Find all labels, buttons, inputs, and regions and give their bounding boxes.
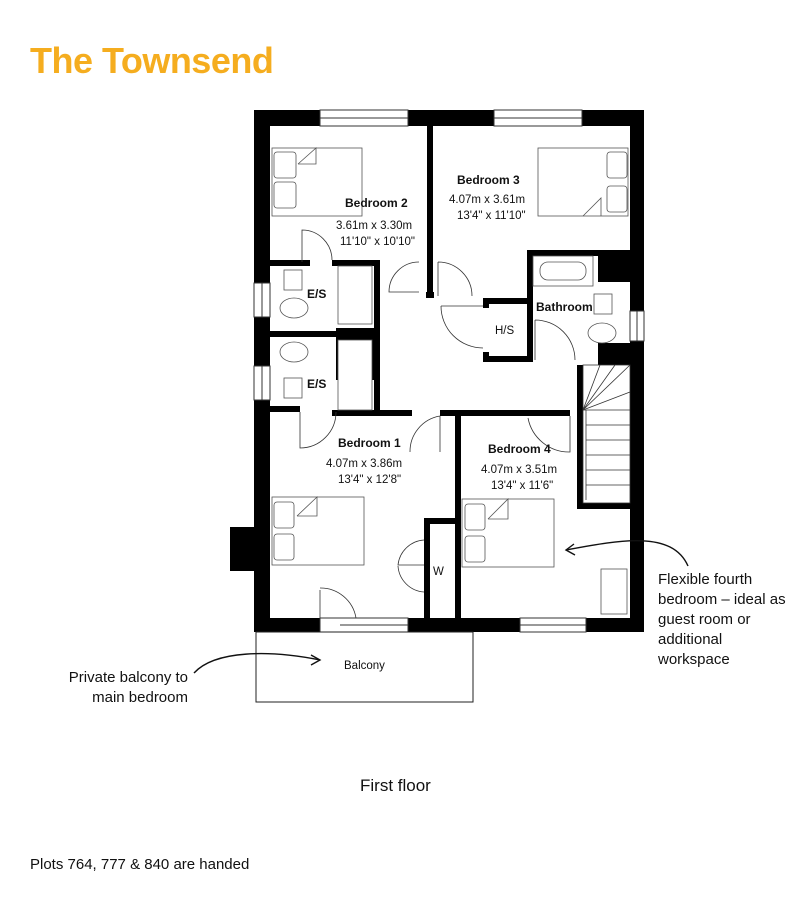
ensuite-lower-name: E/S — [307, 377, 326, 391]
bedroom3-imperial: 13'4" x 11'10" — [457, 210, 526, 222]
doors — [299, 229, 576, 619]
annotation-arrows — [193, 539, 689, 674]
bathroom-name: Bathroom — [536, 300, 593, 314]
bedroom4-imperial: 13'4" x 11'6" — [491, 480, 553, 492]
internal-walls — [270, 126, 630, 618]
beds — [271, 147, 629, 615]
bedroom2-metric: 3.61m x 3.30m — [336, 220, 412, 232]
bedroom2-imperial: 11'10" x 10'10" — [340, 236, 415, 248]
bedroom3-metric: 4.07m x 3.61m — [449, 194, 525, 206]
bedroom2-name: Bedroom 2 — [345, 196, 408, 210]
windows — [253, 109, 645, 633]
floor-label: First floor — [360, 776, 431, 795]
handed-plots-note: Plots 764, 777 & 840 are handed — [30, 856, 250, 873]
page-title: The Townsend — [30, 40, 274, 81]
staircase — [582, 364, 631, 504]
balcony — [255, 631, 474, 703]
room-labels: Bedroom 2 3.61m x 3.30m 11'10" x 10'10" … — [307, 173, 593, 672]
bedroom1-name: Bedroom 1 — [338, 436, 401, 450]
balcony-name: Balcony — [344, 660, 385, 672]
sanitary-fixtures — [279, 255, 617, 411]
ensuite-upper-name: E/S — [307, 287, 326, 301]
wardrobe-name: W — [433, 566, 444, 578]
bedroom4-name: Bedroom 4 — [488, 442, 551, 456]
bedroom4-metric: 4.07m x 3.51m — [481, 464, 557, 476]
bedroom3-name: Bedroom 3 — [457, 173, 520, 187]
bedroom1-imperial: 13'4" x 12'8" — [338, 474, 401, 486]
bedroom4-annotation: Flexible fourth bedroom – ideal as guest… — [658, 571, 786, 668]
balcony-annotation: Private balcony to main bedroom — [68, 669, 188, 706]
hot-store-name: H/S — [495, 325, 515, 337]
bedroom1-metric: 4.07m x 3.86m — [326, 458, 402, 470]
